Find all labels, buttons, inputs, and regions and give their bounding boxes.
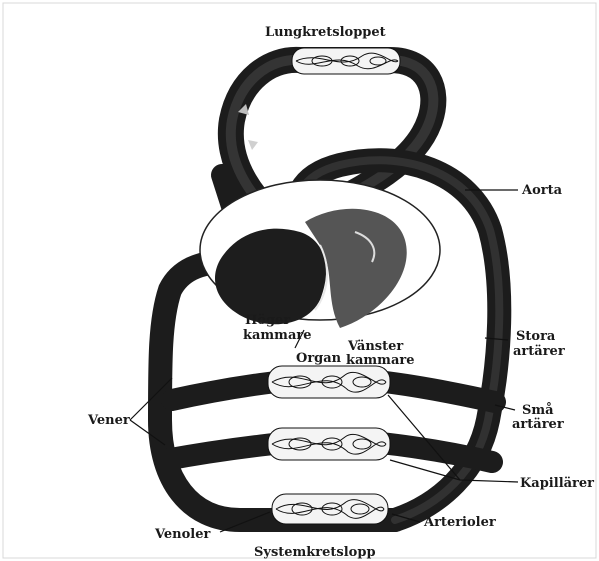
label-small-arteries-line2: artärer (512, 417, 564, 432)
label-right-ventricle-line2: kammare (243, 328, 312, 343)
label-right-ventricle-line1: Höger (245, 313, 290, 328)
systemic-bed-3 (272, 494, 388, 524)
systemic-bed-2 (165, 428, 492, 462)
label-veins: Vener (87, 413, 130, 428)
label-capillaries: Kapillärer (520, 476, 594, 491)
label-large-arteries-line1: Stora (516, 329, 556, 344)
label-small-arteries-line1: Små (522, 402, 554, 418)
label-left-ventricle-line1: Vänster (347, 339, 403, 354)
label-pulmonary-circuit: Lungkretsloppet (265, 25, 386, 40)
label-large-arteries-line2: artärer (513, 344, 565, 359)
flow-arrow-icon (248, 140, 258, 150)
label-systemic-circuit: Systemkretslopp (254, 545, 376, 560)
label-organ: Organ (296, 351, 342, 366)
label-aorta: Aorta (521, 183, 563, 198)
heart (200, 180, 440, 328)
label-arterioles: Arterioler (423, 515, 496, 530)
label-left-ventricle-line2: kammare (346, 353, 415, 368)
label-venules: Venoler (154, 527, 210, 542)
systemic-bed-1 (172, 366, 495, 402)
lung-capillary-bed (292, 48, 400, 74)
